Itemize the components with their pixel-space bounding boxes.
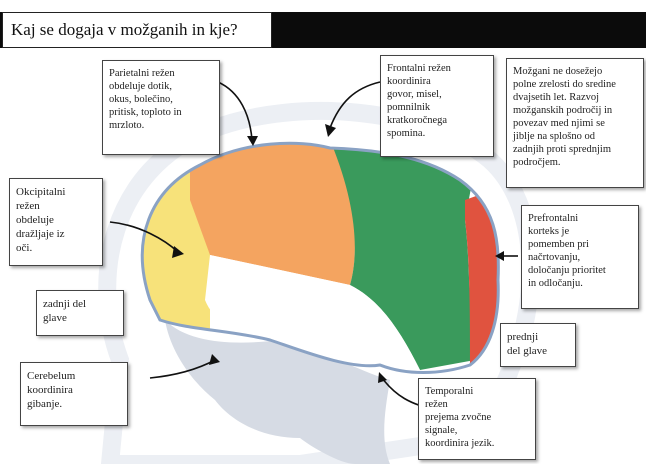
arrowhead-prefrontal (495, 251, 504, 261)
maturity-note: Možgani ne dosežejo polne zrelosti do sr… (513, 66, 616, 168)
frontal-label-box: Frontalni režen koordinira govor, misel,… (380, 55, 494, 157)
frontal-label: Frontalni režen koordinira govor, misel,… (387, 63, 451, 139)
page-title: Kaj se dogaja v možganih in kje? (11, 20, 238, 39)
occipital-label: Okcipitalni režen obdeluje dražljaje iz … (16, 186, 66, 254)
front-of-head-label: prednji del glave (507, 331, 548, 357)
arrowhead-parietal (247, 136, 258, 146)
arrowhead-frontal (325, 124, 336, 137)
cerebellum-label-box: Cerebelum koordinira gibanje. (20, 362, 128, 426)
front-of-head-box: prednji del glave (500, 323, 576, 367)
temporal-label: Temporalni režen prejema zvočne signale,… (425, 386, 495, 449)
cerebellum-label: Cerebelum koordinira gibanje. (27, 370, 76, 410)
arrowhead-temporal (378, 372, 387, 383)
temporal-label-box: Temporalni režen prejema zvočne signale,… (418, 378, 536, 460)
parietal-label-box: Parietalni režen obdeluje dotik, okus, b… (102, 60, 220, 155)
brainstem-region (300, 360, 390, 464)
maturity-note-box: Možgani ne dosežejo polne zrelosti do sr… (506, 58, 644, 188)
arrow-parietal (217, 81, 253, 141)
arrow-frontal (329, 81, 381, 129)
frontal-lobe (330, 143, 480, 370)
title-box: Kaj se dogaja v možganih in kje? (2, 12, 272, 48)
occipital-label-box: Okcipitalni režen obdeluje dražljaje iz … (9, 178, 103, 266)
brain-outline (140, 141, 500, 374)
parietal-label: Parietalni režen obdeluje dotik, okus, b… (109, 68, 182, 131)
arrowhead-cerebellum (209, 354, 220, 365)
back-of-head-label: zadnji del glave (43, 298, 87, 324)
parietal-lobe (190, 143, 355, 285)
back-of-head-box: zadnji del glave (36, 290, 124, 336)
prefrontal-label: Prefrontalni korteks je pomemben pri nač… (528, 213, 606, 289)
prefrontal-cortex (465, 180, 499, 373)
prefrontal-label-box: Prefrontalni korteks je pomemben pri nač… (521, 205, 639, 309)
arrowhead-occipital (172, 246, 184, 258)
temporal-lobe (205, 255, 420, 370)
